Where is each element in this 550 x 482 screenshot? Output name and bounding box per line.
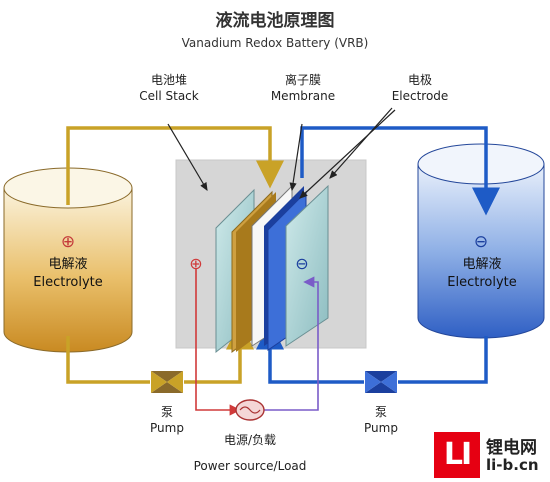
load-icon	[235, 399, 265, 421]
load-en-label: Power source/Load	[193, 459, 307, 473]
left-pump-icon	[151, 371, 183, 393]
stack-plus-icon: ⊕	[189, 254, 203, 273]
right-pump-icon	[365, 371, 397, 393]
page-subtitle: Vanadium Redox Battery (VRB)	[181, 36, 369, 50]
load-wires	[195, 268, 319, 416]
brand-logo: LI	[434, 432, 480, 478]
left-tank-plus-icon: ⊕	[60, 232, 76, 252]
load-cn-label: 电源/负载	[223, 433, 277, 447]
right-tank-minus-icon: ⊖	[473, 232, 489, 252]
stack-minus-icon: ⊖	[295, 254, 309, 273]
brand-url: li-b.cn	[486, 456, 539, 474]
brand-name: 锂电网	[486, 438, 537, 458]
page-title: 液流电池原理图	[215, 11, 335, 31]
right-tank	[417, 143, 545, 339]
stack-plates	[215, 184, 329, 354]
